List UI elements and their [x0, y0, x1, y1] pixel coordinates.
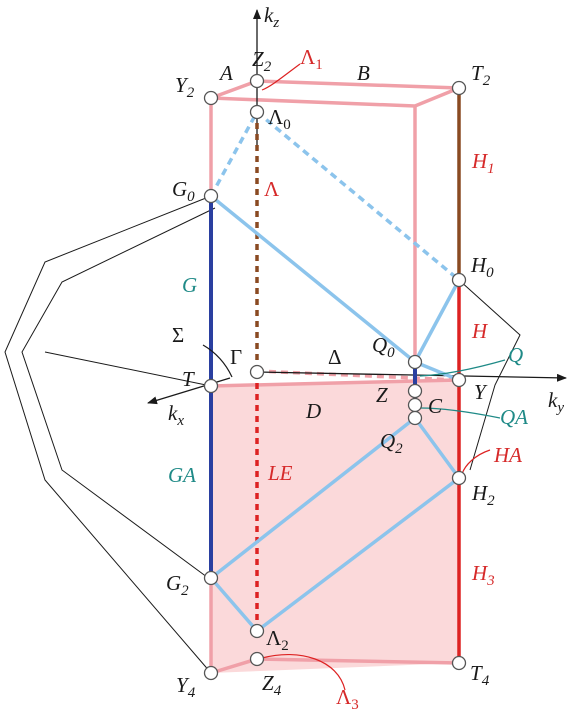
node-y4: [203, 665, 219, 681]
label-ga: GA: [168, 463, 196, 487]
kz-label: kz: [264, 3, 279, 31]
label-z2: Z2: [252, 47, 272, 75]
node-gamma: [249, 364, 265, 380]
label-y2: Y2: [175, 73, 195, 101]
label-a: A: [218, 61, 233, 85]
label-z: Z: [376, 383, 388, 407]
point-labels: Y2 A Z2 B T2 Λ0 G0 H0 Σ Γ Δ Q0 T Z C Y D…: [166, 47, 495, 701]
label-q: Q: [508, 343, 523, 367]
lower-shaded-region: [211, 380, 459, 673]
label-lambda1: Λ1: [300, 45, 323, 73]
label-le: LE: [267, 461, 293, 485]
node-z: [407, 383, 423, 399]
label-d: D: [305, 399, 321, 423]
node-h0: [451, 272, 467, 288]
label-z4: Z4: [262, 671, 282, 699]
light-blue-paths: [209, 110, 461, 633]
node-g2: [203, 570, 219, 586]
node-t4: [451, 655, 467, 671]
label-q0: Q0: [372, 333, 395, 361]
node-z2: [249, 73, 265, 89]
zone-outline: [4, 195, 521, 674]
label-ha: HA: [493, 443, 522, 467]
label-g: G: [182, 273, 197, 297]
node-lambda2: [249, 623, 265, 639]
node-t2: [451, 80, 467, 96]
label-t: T: [182, 367, 195, 391]
label-h0: H0: [470, 253, 494, 281]
label-h: H: [471, 319, 489, 343]
node-c: [407, 397, 423, 413]
label-c: C: [428, 394, 443, 418]
node-y: [451, 372, 467, 388]
label-g2: G2: [166, 571, 189, 599]
label-qa: QA: [500, 405, 528, 429]
ky-axis: [256, 371, 567, 382]
line-labels: Λ1 Λ H1 H H3 HA LE Λ3 G GA Q QA: [168, 45, 528, 711]
label-t2: T2: [471, 61, 491, 89]
label-y4: Y4: [176, 673, 196, 701]
node-q2: [407, 410, 423, 426]
node-t: [203, 378, 219, 394]
label-lambda3: Λ3: [336, 685, 359, 711]
label-t4: T4: [470, 661, 490, 689]
label-lambda0: Λ0: [268, 105, 291, 133]
label-h3: H3: [471, 561, 495, 589]
kx-label: kx: [168, 401, 184, 429]
label-q2: Q2: [380, 429, 403, 457]
label-gamma: Γ: [230, 345, 242, 369]
label-y: Y: [474, 380, 488, 404]
label-lambda: Λ: [264, 177, 280, 201]
label-delta: Δ: [328, 345, 342, 369]
label-connectors: [202, 63, 506, 691]
node-h2: [451, 470, 467, 486]
label-b: B: [357, 61, 370, 85]
node-z4: [249, 651, 265, 667]
axis-labels: kz ky kx: [168, 3, 564, 429]
label-lambda2: Λ2: [266, 626, 289, 654]
node-q0: [407, 354, 423, 370]
label-h1: H1: [471, 149, 495, 177]
ky-label: ky: [548, 388, 564, 416]
node-y2: [203, 90, 219, 106]
node-lambda0: [249, 104, 265, 120]
node-g0: [203, 188, 219, 204]
label-g0: G0: [172, 177, 195, 205]
nodes: [203, 73, 467, 681]
label-h2: H2: [471, 481, 495, 509]
sigma-plane-dashed: [256, 369, 460, 382]
label-sigma: Σ: [172, 323, 184, 347]
